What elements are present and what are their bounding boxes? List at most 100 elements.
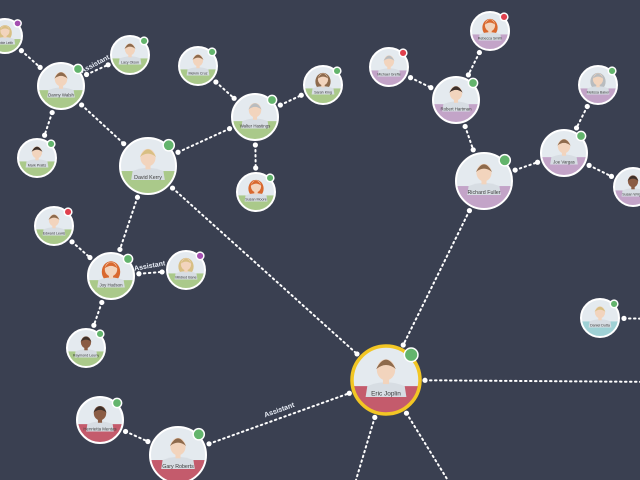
- status-indicator-icon: [332, 66, 342, 76]
- avatar: [579, 66, 617, 95]
- person-node-michael[interactable]: Michael Grefte: [369, 47, 409, 87]
- status-indicator-icon: [609, 299, 619, 309]
- node-border: [432, 76, 480, 124]
- edge-eric-offscreen_right_2: [422, 377, 640, 383]
- person-name: David Kerry: [134, 175, 162, 181]
- connector-endpoint: [586, 162, 592, 168]
- person-name: Joe Vargas: [553, 160, 576, 165]
- person-node-joe[interactable]: Joe Vargas: [540, 129, 588, 177]
- person-name: Lacy Olson: [121, 61, 139, 65]
- person-node-edward[interactable]: Edward Lewis: [34, 206, 74, 246]
- connector-endpoint: [466, 208, 473, 214]
- edge-joy-raymond: [91, 299, 105, 328]
- connector-line: [177, 127, 231, 154]
- person-node-sarah[interactable]: Sarah King: [303, 65, 343, 105]
- connector-endpoint: [584, 103, 590, 110]
- person-node-gary[interactable]: Gary Roberts: [149, 426, 207, 480]
- connector-line: [622, 317, 640, 320]
- connector-endpoint: [354, 351, 360, 357]
- person-node-melissa[interactable]: Melissa Baker: [578, 65, 618, 105]
- connector-endpoint: [87, 254, 93, 261]
- connector-endpoint: [169, 185, 176, 191]
- connector-endpoint: [69, 239, 75, 245]
- person-node-eric[interactable]: Eric Joplin: [350, 344, 422, 416]
- person-node-daniel[interactable]: Daniel Dutta: [580, 298, 620, 338]
- connector-line: [208, 392, 351, 445]
- avatar: [179, 47, 217, 76]
- edge-david-eric: [169, 185, 360, 357]
- person-name: Robert Hartman: [440, 107, 472, 112]
- person-node-wright[interactable]: Susan Wright: [613, 167, 640, 207]
- connector-endpoint: [213, 79, 219, 85]
- status-indicator-icon: [46, 139, 56, 149]
- person-name: Sarah King: [314, 91, 332, 95]
- connector-line: [588, 164, 613, 178]
- edge-eric-offscreen_bottom_1: [354, 414, 378, 480]
- person-name: Richard Fuller: [467, 190, 500, 196]
- person-node-abt[interactable]: Abbie Leith: [0, 18, 23, 54]
- status-indicator-icon: [139, 36, 149, 46]
- person-node-henrietta[interactable]: Henrietta Mentas: [76, 396, 124, 444]
- connector-endpoint: [105, 62, 111, 68]
- connector-endpoint: [462, 123, 468, 130]
- connector-endpoint: [573, 125, 580, 131]
- connector-line: [85, 63, 110, 76]
- person-node-rebecca[interactable]: Rebecca Smith: [470, 11, 510, 51]
- status-indicator-icon: [162, 138, 176, 152]
- person-node-mark[interactable]: Mark Pratts: [17, 138, 57, 178]
- status-indicator-icon: [575, 130, 587, 142]
- node-border: [178, 46, 218, 86]
- edge-david-joy: [117, 194, 141, 253]
- avatar: [18, 139, 56, 168]
- edge-richard-eric: [400, 208, 473, 348]
- node-border: [37, 62, 85, 110]
- person-node-mildred[interactable]: Mildred Bane: [166, 250, 206, 290]
- connector-endpoint: [117, 246, 123, 253]
- avatar: [471, 12, 509, 41]
- person-node-robert[interactable]: Robert Hartman: [432, 76, 480, 124]
- edge-walter-david: [175, 126, 233, 155]
- person-name: Mildred Bane: [175, 276, 196, 280]
- node-border: [369, 47, 409, 87]
- connector-endpoint: [134, 194, 141, 200]
- edge-melvin-walter: [213, 79, 237, 101]
- connector-line: [464, 125, 475, 151]
- avatar: [304, 66, 342, 95]
- edge-michael-robert: [407, 75, 434, 91]
- status-indicator-icon: [111, 397, 123, 409]
- connector-endpoint: [122, 428, 129, 435]
- node-border: [455, 152, 513, 210]
- connector-endpoint: [41, 132, 48, 138]
- edge-walter-sarah: [277, 92, 304, 108]
- person-node-lacy[interactable]: Lacy Olson: [110, 35, 150, 75]
- person-name: Melvin Cruz: [188, 72, 207, 76]
- person-node-walter[interactable]: Walter Hastings: [231, 93, 279, 141]
- node-border: [0, 18, 23, 54]
- person-node-susan[interactable]: Susan Moore: [236, 172, 276, 212]
- person-name: Susan Moore: [245, 198, 266, 202]
- connector-line: [354, 416, 376, 480]
- edge-danny-lacy: Assistant: [80, 54, 111, 78]
- person-name: Walter Hastings: [240, 124, 271, 129]
- person-node-richard[interactable]: Richard Fuller: [455, 152, 513, 210]
- connector-endpoint: [91, 322, 97, 328]
- status-indicator-icon: [498, 153, 512, 167]
- avatar: [370, 48, 408, 77]
- connector-endpoint: [159, 269, 165, 275]
- connector-endpoint: [465, 72, 471, 78]
- person-node-danny[interactable]: Danny Walsh: [37, 62, 85, 110]
- person-node-joy[interactable]: Joy Hudson: [87, 252, 135, 300]
- person-name: Joy Hudson: [99, 283, 123, 288]
- node-border: [580, 298, 620, 338]
- connector-endpoint: [428, 85, 434, 91]
- person-name: Eric Joplin: [371, 391, 401, 398]
- person-node-melvin[interactable]: Melvin Cruz: [178, 46, 218, 86]
- person-node-raymond[interactable]: Raymond Leuny: [66, 328, 106, 368]
- person-node-david[interactable]: David Kerry: [119, 137, 177, 195]
- connector-endpoint: [277, 102, 283, 108]
- person-name: Raymond Leuny: [73, 354, 99, 358]
- status-indicator-icon: [63, 207, 73, 217]
- status-indicator-icon: [13, 19, 22, 28]
- edge-robert-richard: [462, 123, 476, 153]
